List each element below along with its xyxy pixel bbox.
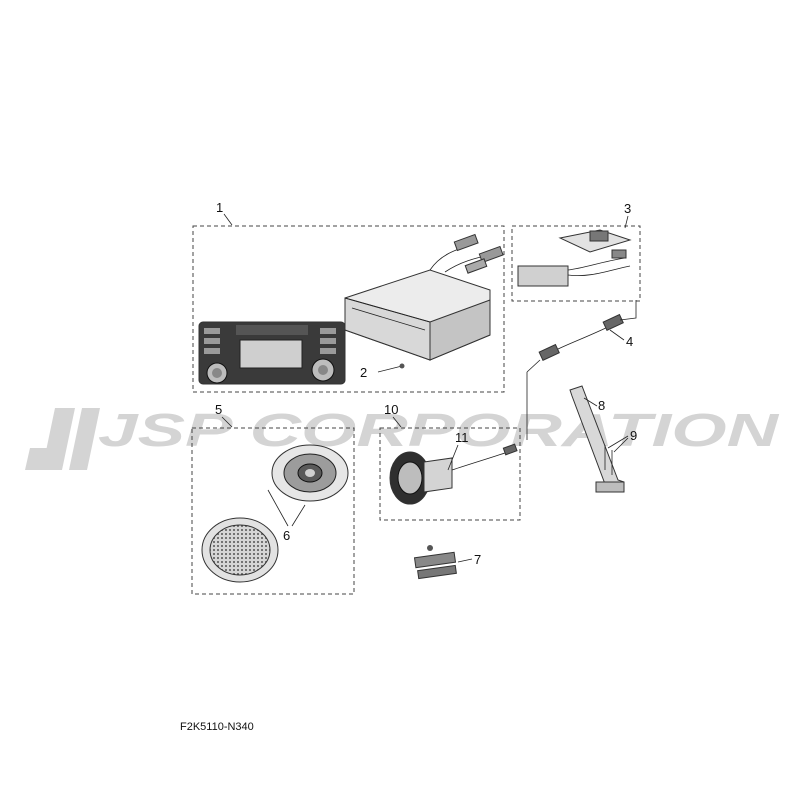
screw-icon — [377, 363, 405, 373]
callout-6: 6 — [283, 528, 290, 543]
speaker-icon — [271, 444, 349, 502]
screws-icon — [604, 445, 613, 475]
speaker-grille-icon — [201, 517, 279, 583]
callout-9: 9 — [630, 428, 637, 443]
bracket-icon — [569, 385, 625, 493]
cable-icon — [526, 300, 637, 440]
callout-1: 1 — [216, 200, 223, 215]
callout-11: 11 — [455, 430, 469, 445]
remote-clip-icon — [413, 545, 457, 580]
drawing-code: F2K5110-N340 — [180, 721, 254, 733]
wire-harness-icon — [517, 229, 632, 287]
callout-7: 7 — [474, 552, 481, 567]
group-box-3 — [511, 225, 641, 302]
group-box-10 — [379, 427, 521, 521]
watermark: JSP CORPORATION — [25, 404, 779, 470]
callout-5: 5 — [215, 402, 222, 417]
group-box-5 — [191, 427, 355, 595]
callout-2: 2 — [360, 365, 367, 380]
callout-8: 8 — [598, 398, 605, 413]
callout-3: 3 — [624, 201, 631, 216]
callout-4: 4 — [626, 334, 633, 349]
remote-dial-icon — [389, 443, 518, 505]
callout-10: 10 — [384, 402, 398, 417]
head-unit-icon — [198, 233, 504, 385]
group-box-1 — [192, 225, 505, 393]
watermark-text: JSP CORPORATION — [98, 404, 779, 456]
